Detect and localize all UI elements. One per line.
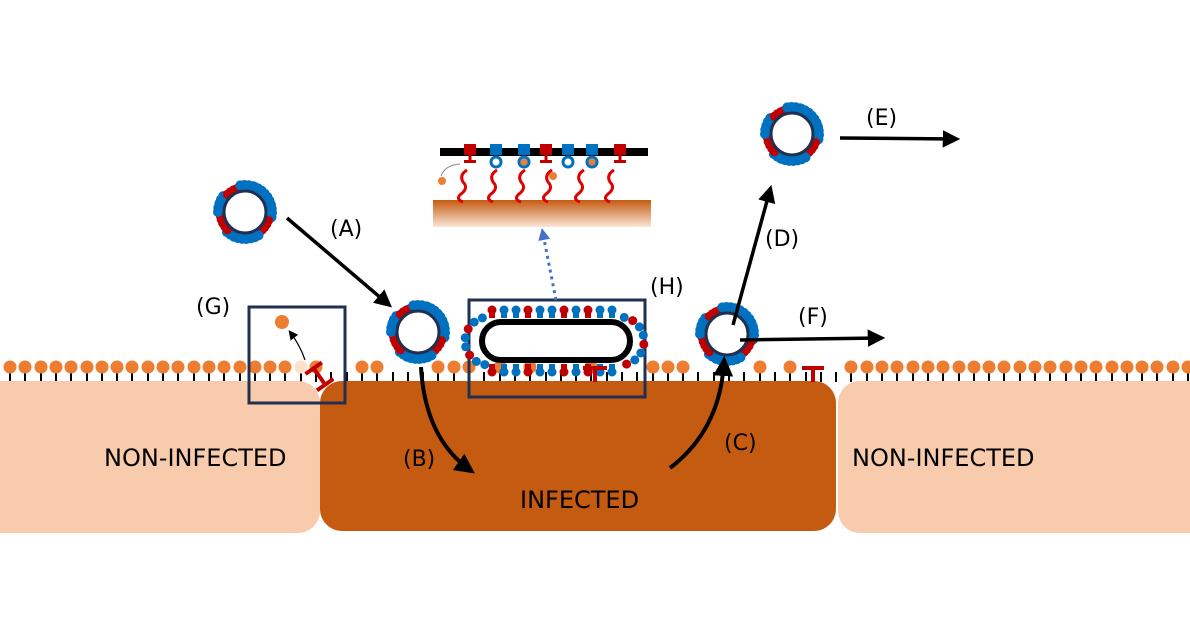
receptor-head xyxy=(217,360,231,374)
receptor-head xyxy=(156,360,170,374)
receptor-head xyxy=(370,360,384,374)
receptor-head xyxy=(1028,360,1042,374)
receptor-head xyxy=(125,360,139,374)
receptor-head xyxy=(875,360,889,374)
arrow-a xyxy=(285,216,392,308)
neuraminidase-on-membrane-icon xyxy=(802,366,824,382)
non-infected-cell-left xyxy=(0,381,320,533)
receptor-head xyxy=(753,360,767,374)
receptor-head xyxy=(447,360,461,374)
inset-box-g xyxy=(247,305,347,405)
neuraminidase-icon xyxy=(614,144,626,155)
receptor-head xyxy=(64,360,78,374)
receptor-head xyxy=(294,360,308,374)
arrow-c xyxy=(668,356,734,470)
receptor-head xyxy=(3,360,17,374)
receptor-head xyxy=(233,360,247,374)
mucin-chain xyxy=(456,168,468,204)
receptor-head xyxy=(952,360,966,374)
receptor-head xyxy=(110,360,124,374)
receptor-head xyxy=(263,360,277,374)
receptor-head xyxy=(355,360,369,374)
receptor-head xyxy=(80,360,94,374)
mucin-chain xyxy=(514,168,526,204)
receptor-head xyxy=(431,360,445,374)
receptor-head xyxy=(1135,360,1149,374)
arrow-f xyxy=(739,329,886,347)
receptor-head xyxy=(890,360,904,374)
receptor-head xyxy=(1013,360,1027,374)
receptor-head xyxy=(1105,360,1119,374)
step-label-a: (A) xyxy=(330,217,362,242)
step-label-e: (E) xyxy=(866,106,897,131)
arrow-e xyxy=(839,130,961,148)
receptor-head xyxy=(49,360,63,374)
arrow-b xyxy=(419,366,475,474)
neuraminidase-icon xyxy=(540,144,552,155)
receptor-head xyxy=(1120,360,1134,374)
step-label-h: (H) xyxy=(650,275,684,300)
mucus-inset xyxy=(433,144,651,227)
mucin-chain xyxy=(486,168,498,204)
receptor-head xyxy=(844,360,858,374)
filamentous-virion xyxy=(460,305,649,377)
receptor-head xyxy=(171,360,185,374)
receptor-head xyxy=(1043,360,1057,374)
receptor-head xyxy=(1166,360,1180,374)
step-label-g: (G) xyxy=(196,295,230,320)
receptor-head xyxy=(661,360,675,374)
receptor-head xyxy=(187,360,201,374)
non-infected-label-left: NON-INFECTED xyxy=(104,444,287,472)
non-infected-cell-right xyxy=(838,381,1190,533)
receptor-head xyxy=(982,360,996,374)
infected-label: INFECTED xyxy=(520,486,639,514)
receptor-head xyxy=(921,360,935,374)
receptor-head xyxy=(646,360,660,374)
receptor-head xyxy=(141,360,155,374)
neuraminidase-icon xyxy=(464,144,476,155)
arrow-d xyxy=(731,184,776,326)
step-label-f: (F) xyxy=(798,305,828,330)
receptor-head xyxy=(676,360,690,374)
step-label-b: (B) xyxy=(403,447,435,472)
hemagglutinin-icon xyxy=(562,144,574,155)
virion-budding xyxy=(695,302,759,366)
receptor-head xyxy=(18,360,32,374)
receptor-head xyxy=(1150,360,1164,374)
receptor-head xyxy=(906,360,920,374)
receptor-head xyxy=(248,360,262,374)
receptor-head xyxy=(95,360,109,374)
virion-released xyxy=(760,102,824,166)
mucin-chain xyxy=(573,168,585,204)
hemagglutinin-icon xyxy=(518,144,530,155)
step-label-c: (C) xyxy=(724,431,757,456)
virion-attached xyxy=(386,300,450,364)
infected-cell xyxy=(320,381,836,531)
neuraminidase-cleaving-icon xyxy=(304,360,335,393)
zoom-dotted-arrow xyxy=(538,228,558,301)
receptor-head xyxy=(34,360,48,374)
hemagglutinin-icon xyxy=(586,144,598,155)
mucin-chain xyxy=(541,168,553,204)
receptor-head xyxy=(936,360,950,374)
release-arrow xyxy=(288,330,306,361)
mucin-chain xyxy=(603,168,615,204)
receptor-head xyxy=(202,360,216,374)
hemagglutinin-icon xyxy=(490,144,502,155)
receptor-head xyxy=(1074,360,1088,374)
receptor-head xyxy=(997,360,1011,374)
virion-approaching xyxy=(213,180,277,244)
receptor-head xyxy=(1181,360,1190,374)
step-label-d: (D) xyxy=(765,227,799,252)
receptor-head xyxy=(1089,360,1103,374)
non-infected-label-right: NON-INFECTED xyxy=(852,444,1035,472)
receptor-head xyxy=(1059,360,1073,374)
neuraminidase-on-membrane-icon xyxy=(583,366,607,382)
receptor-head xyxy=(783,360,797,374)
receptor-head xyxy=(278,360,292,374)
sialic-acid-receptor-layer xyxy=(3,360,1190,382)
released-receptor-icon xyxy=(275,315,289,329)
receptor-head xyxy=(860,360,874,374)
receptor-head xyxy=(967,360,981,374)
